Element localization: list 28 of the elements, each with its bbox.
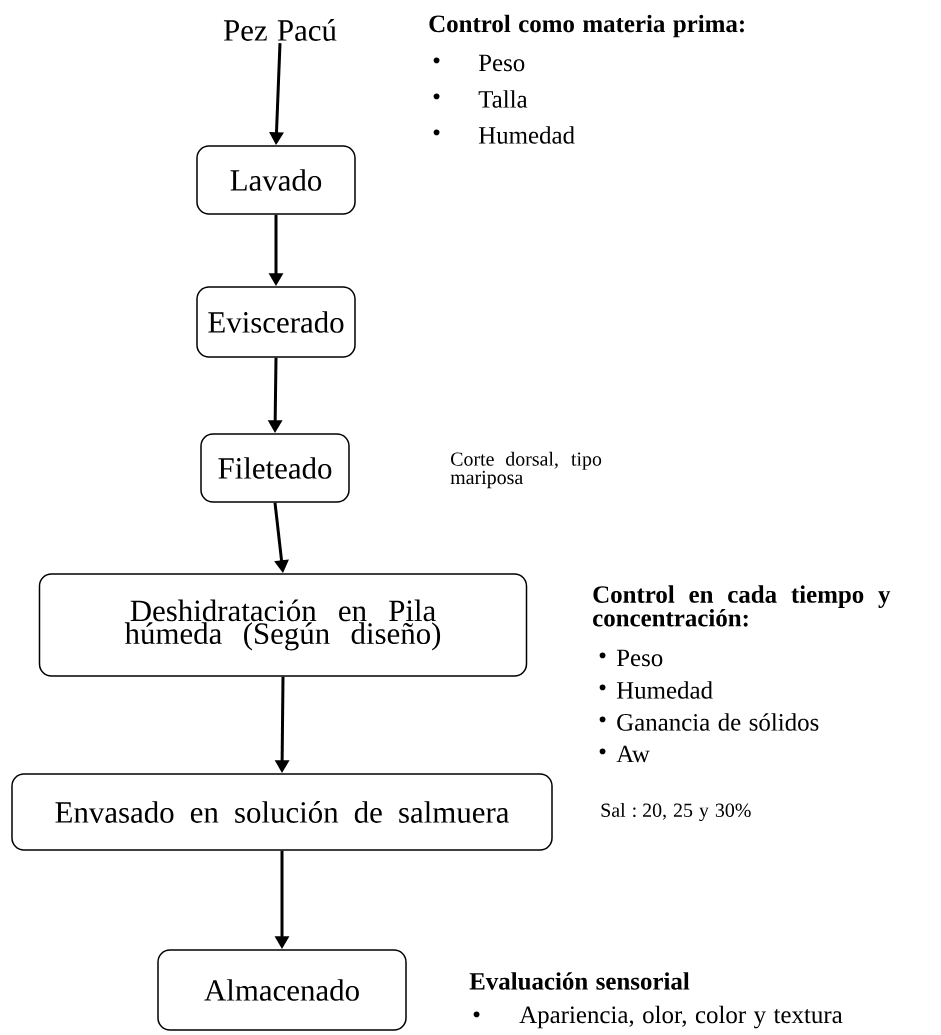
list-item: Humedad (616, 681, 713, 699)
list-item: Apariencia, olor, color y textura (519, 1005, 843, 1029)
start-label: Pez Pacú (223, 19, 337, 41)
bullet: • (433, 57, 440, 64)
process-box: Envasado en solución de salmuera (11, 773, 553, 851)
bullet: • (433, 93, 440, 100)
list-item: Peso (478, 54, 525, 72)
list-item: Ganancia de sólidos (617, 713, 819, 731)
process-box: Deshidratación en Pila húmeda (Según diseño) (38, 573, 528, 677)
bullet: • (599, 748, 606, 755)
bullet: • (599, 652, 606, 659)
list-item: Peso (616, 649, 663, 667)
process-box: Eviscerado (196, 286, 356, 358)
process-box: Almacenado (157, 949, 407, 1031)
heading: Evaluación sensorial (469, 972, 690, 990)
bullet: • (599, 684, 606, 691)
list-item: Talla (478, 90, 528, 108)
heading: Control en cada tiempo y concentración: (593, 585, 891, 627)
list-item: Aw (616, 745, 650, 763)
process-box: Lavado (196, 145, 356, 215)
note: Corte dorsal, tipo mariposa (450, 451, 602, 489)
bullet: • (473, 1011, 480, 1018)
bullet: • (599, 716, 606, 723)
heading: Control como materia prima: (429, 14, 744, 38)
process-box: Fileteado (200, 433, 350, 503)
note: Sal : 20, 25 y 30% (601, 802, 751, 822)
bullet: • (433, 129, 440, 136)
list-item: Humedad (478, 126, 575, 144)
